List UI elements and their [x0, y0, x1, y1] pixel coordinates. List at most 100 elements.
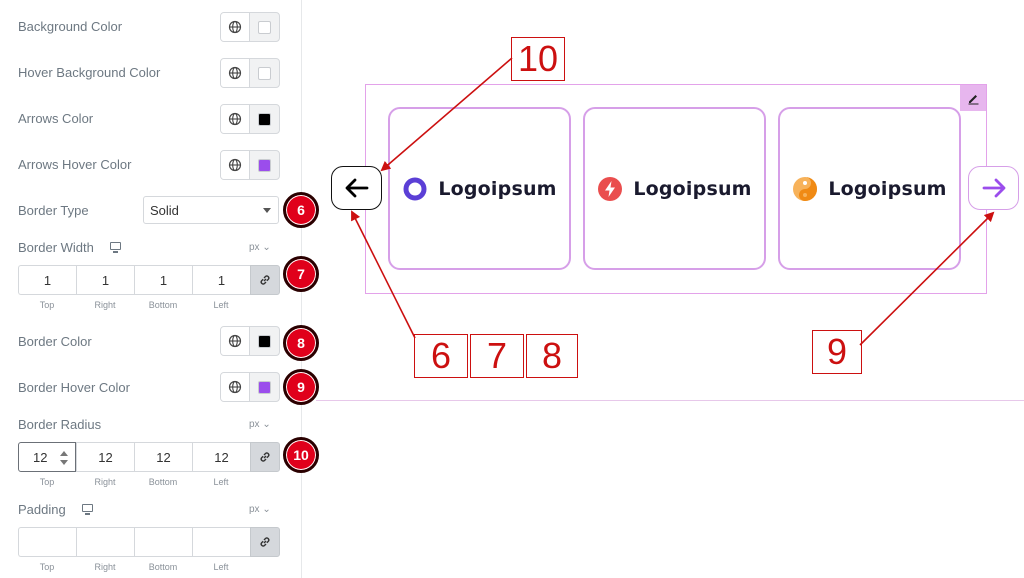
global-colors-button[interactable] [221, 327, 250, 355]
border-width-label: Border Width [18, 240, 94, 255]
border-width-left-input[interactable]: 1 [192, 265, 250, 295]
carousel-prev-button[interactable] [331, 166, 382, 210]
step-badge: 8 [283, 325, 319, 361]
border-width-unit-select[interactable]: px ⌄ [249, 242, 271, 253]
side-label-right: Right [94, 562, 116, 572]
padding-right-input[interactable] [76, 527, 134, 557]
border-radius-top-value: 12 [33, 449, 48, 465]
side-label-right: Right [94, 477, 116, 487]
edit-widget-button[interactable] [960, 85, 986, 111]
number-spinner-icon[interactable] [59, 449, 69, 467]
yin-yang-logo-icon [792, 176, 818, 202]
arrows-hover-color-control[interactable] [220, 150, 280, 180]
logo-text: Logoipsum [438, 177, 557, 200]
background-color-swatch[interactable] [258, 20, 271, 34]
border-radius-dimensions: 12 12 12 12 [18, 442, 280, 472]
arrows-hover-color-label: Arrows Hover Color [18, 157, 132, 172]
annotation-number-box: 8 [526, 334, 578, 378]
border-color-label: Border Color [18, 334, 92, 349]
padding-top-input[interactable] [18, 527, 76, 557]
border-type-value: Solid [150, 203, 179, 218]
settings-panel: Background Color Hover Background Color … [0, 0, 319, 578]
section-boundary-line [316, 400, 1024, 401]
border-radius-unit-select[interactable]: px ⌄ [249, 419, 271, 430]
ring-logo-icon [402, 176, 428, 202]
border-width-right-input[interactable]: 1 [76, 265, 134, 295]
step-badge: 9 [283, 369, 319, 405]
padding-left-input[interactable] [192, 527, 250, 557]
padding-label: Padding [18, 502, 66, 517]
logo-card[interactable]: Logoipsum [388, 107, 571, 270]
side-label-bottom: Bottom [148, 562, 178, 572]
arrows-hover-color-swatch[interactable] [258, 158, 271, 172]
annotation-number-box: 6 [414, 334, 468, 378]
border-hover-color-control[interactable] [220, 372, 280, 402]
global-colors-button[interactable] [221, 105, 250, 133]
border-color-swatch[interactable] [258, 334, 271, 348]
annotation-number-box: 10 [511, 37, 565, 81]
link-icon [260, 537, 270, 547]
arrows-color-swatch[interactable] [258, 112, 271, 126]
side-label-left: Left [213, 562, 229, 572]
step-badge: 10 [283, 437, 319, 473]
border-type-label: Border Type [18, 203, 89, 218]
logo-text: Logoipsum [633, 177, 752, 200]
annotation-number-box: 9 [812, 330, 862, 374]
hover-background-color-control[interactable] [220, 58, 280, 88]
border-width-top-input[interactable]: 1 [18, 265, 76, 295]
arrows-color-control[interactable] [220, 104, 280, 134]
padding-side-labels: Top Right Bottom Left [18, 562, 250, 572]
border-radius-bottom-input[interactable]: 12 [134, 442, 192, 472]
globe-icon [228, 158, 242, 172]
border-width-dimensions: 1 1 1 1 [18, 265, 280, 295]
arrow-right-icon [982, 178, 1005, 198]
border-width-side-labels: Top Right Bottom Left [18, 300, 250, 310]
hover-background-color-swatch[interactable] [258, 66, 271, 80]
unit-label: px [249, 419, 260, 430]
side-label-right: Right [94, 300, 116, 310]
border-radius-right-input[interactable]: 12 [76, 442, 134, 472]
step-badge: 7 [283, 256, 319, 292]
desktop-responsive-icon[interactable] [110, 242, 121, 253]
side-label-bottom: Bottom [148, 477, 178, 487]
border-radius-top-input[interactable]: 12 [18, 442, 76, 472]
arrows-color-label: Arrows Color [18, 111, 94, 126]
padding-bottom-input[interactable] [134, 527, 192, 557]
globe-icon [228, 112, 242, 126]
globe-icon [228, 380, 242, 394]
logo-text: Logoipsum [828, 177, 947, 200]
link-icon [260, 275, 270, 285]
globe-icon [228, 20, 242, 34]
side-label-top: Top [39, 300, 55, 310]
bolt-logo-icon [597, 176, 623, 202]
side-label-bottom: Bottom [148, 300, 178, 310]
logo-card[interactable]: Logoipsum [583, 107, 766, 270]
desktop-responsive-icon[interactable] [82, 504, 93, 515]
caret-down-icon [263, 208, 271, 213]
background-color-control[interactable] [220, 12, 280, 42]
globe-icon [228, 66, 242, 80]
global-colors-button[interactable] [221, 151, 250, 179]
global-colors-button[interactable] [221, 13, 250, 41]
global-colors-button[interactable] [221, 59, 250, 87]
border-color-control[interactable] [220, 326, 280, 356]
border-hover-color-swatch[interactable] [258, 380, 271, 394]
annotation-number-box: 7 [470, 334, 524, 378]
link-values-button[interactable] [250, 442, 280, 472]
side-label-top: Top [39, 562, 55, 572]
link-values-button[interactable] [250, 527, 280, 557]
carousel-next-button[interactable] [968, 166, 1019, 210]
side-label-left: Left [213, 300, 229, 310]
border-radius-left-input[interactable]: 12 [192, 442, 250, 472]
hover-background-color-label: Hover Background Color [18, 65, 161, 80]
border-radius-side-labels: Top Right Bottom Left [18, 477, 250, 487]
side-label-top: Top [39, 477, 55, 487]
logo-card[interactable]: Logoipsum [778, 107, 961, 270]
link-values-button[interactable] [250, 265, 280, 295]
globe-icon [228, 334, 242, 348]
border-type-select[interactable]: Solid [143, 196, 279, 224]
padding-unit-select[interactable]: px ⌄ [249, 504, 271, 515]
global-colors-button[interactable] [221, 373, 250, 401]
border-width-bottom-input[interactable]: 1 [134, 265, 192, 295]
link-icon [260, 452, 270, 462]
